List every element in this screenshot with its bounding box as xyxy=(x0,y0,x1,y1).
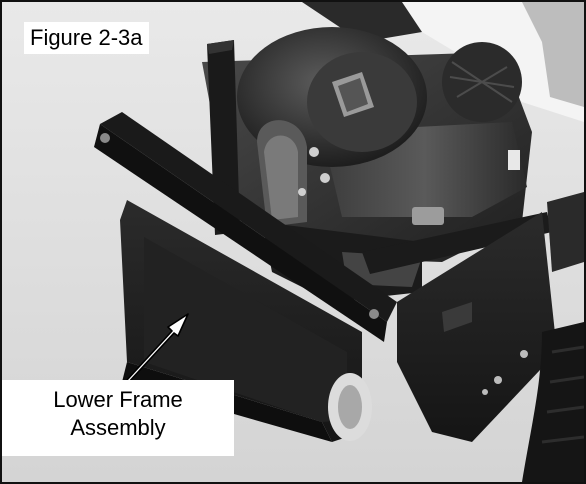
frame-bolt-right xyxy=(369,309,379,319)
frame-bolt-left xyxy=(100,133,110,143)
frame-side-plate xyxy=(397,212,557,442)
callout-caption: Lower Frame Assembly xyxy=(2,380,234,456)
engine-badge xyxy=(412,207,444,225)
oil-cap xyxy=(508,150,520,170)
figure-label: Figure 2-3a xyxy=(24,22,149,54)
callout-line-1: Lower Frame xyxy=(53,387,183,412)
rear-tire xyxy=(522,322,584,482)
callout-line-2: Assembly xyxy=(70,415,166,440)
frame-top-beam xyxy=(100,112,397,322)
